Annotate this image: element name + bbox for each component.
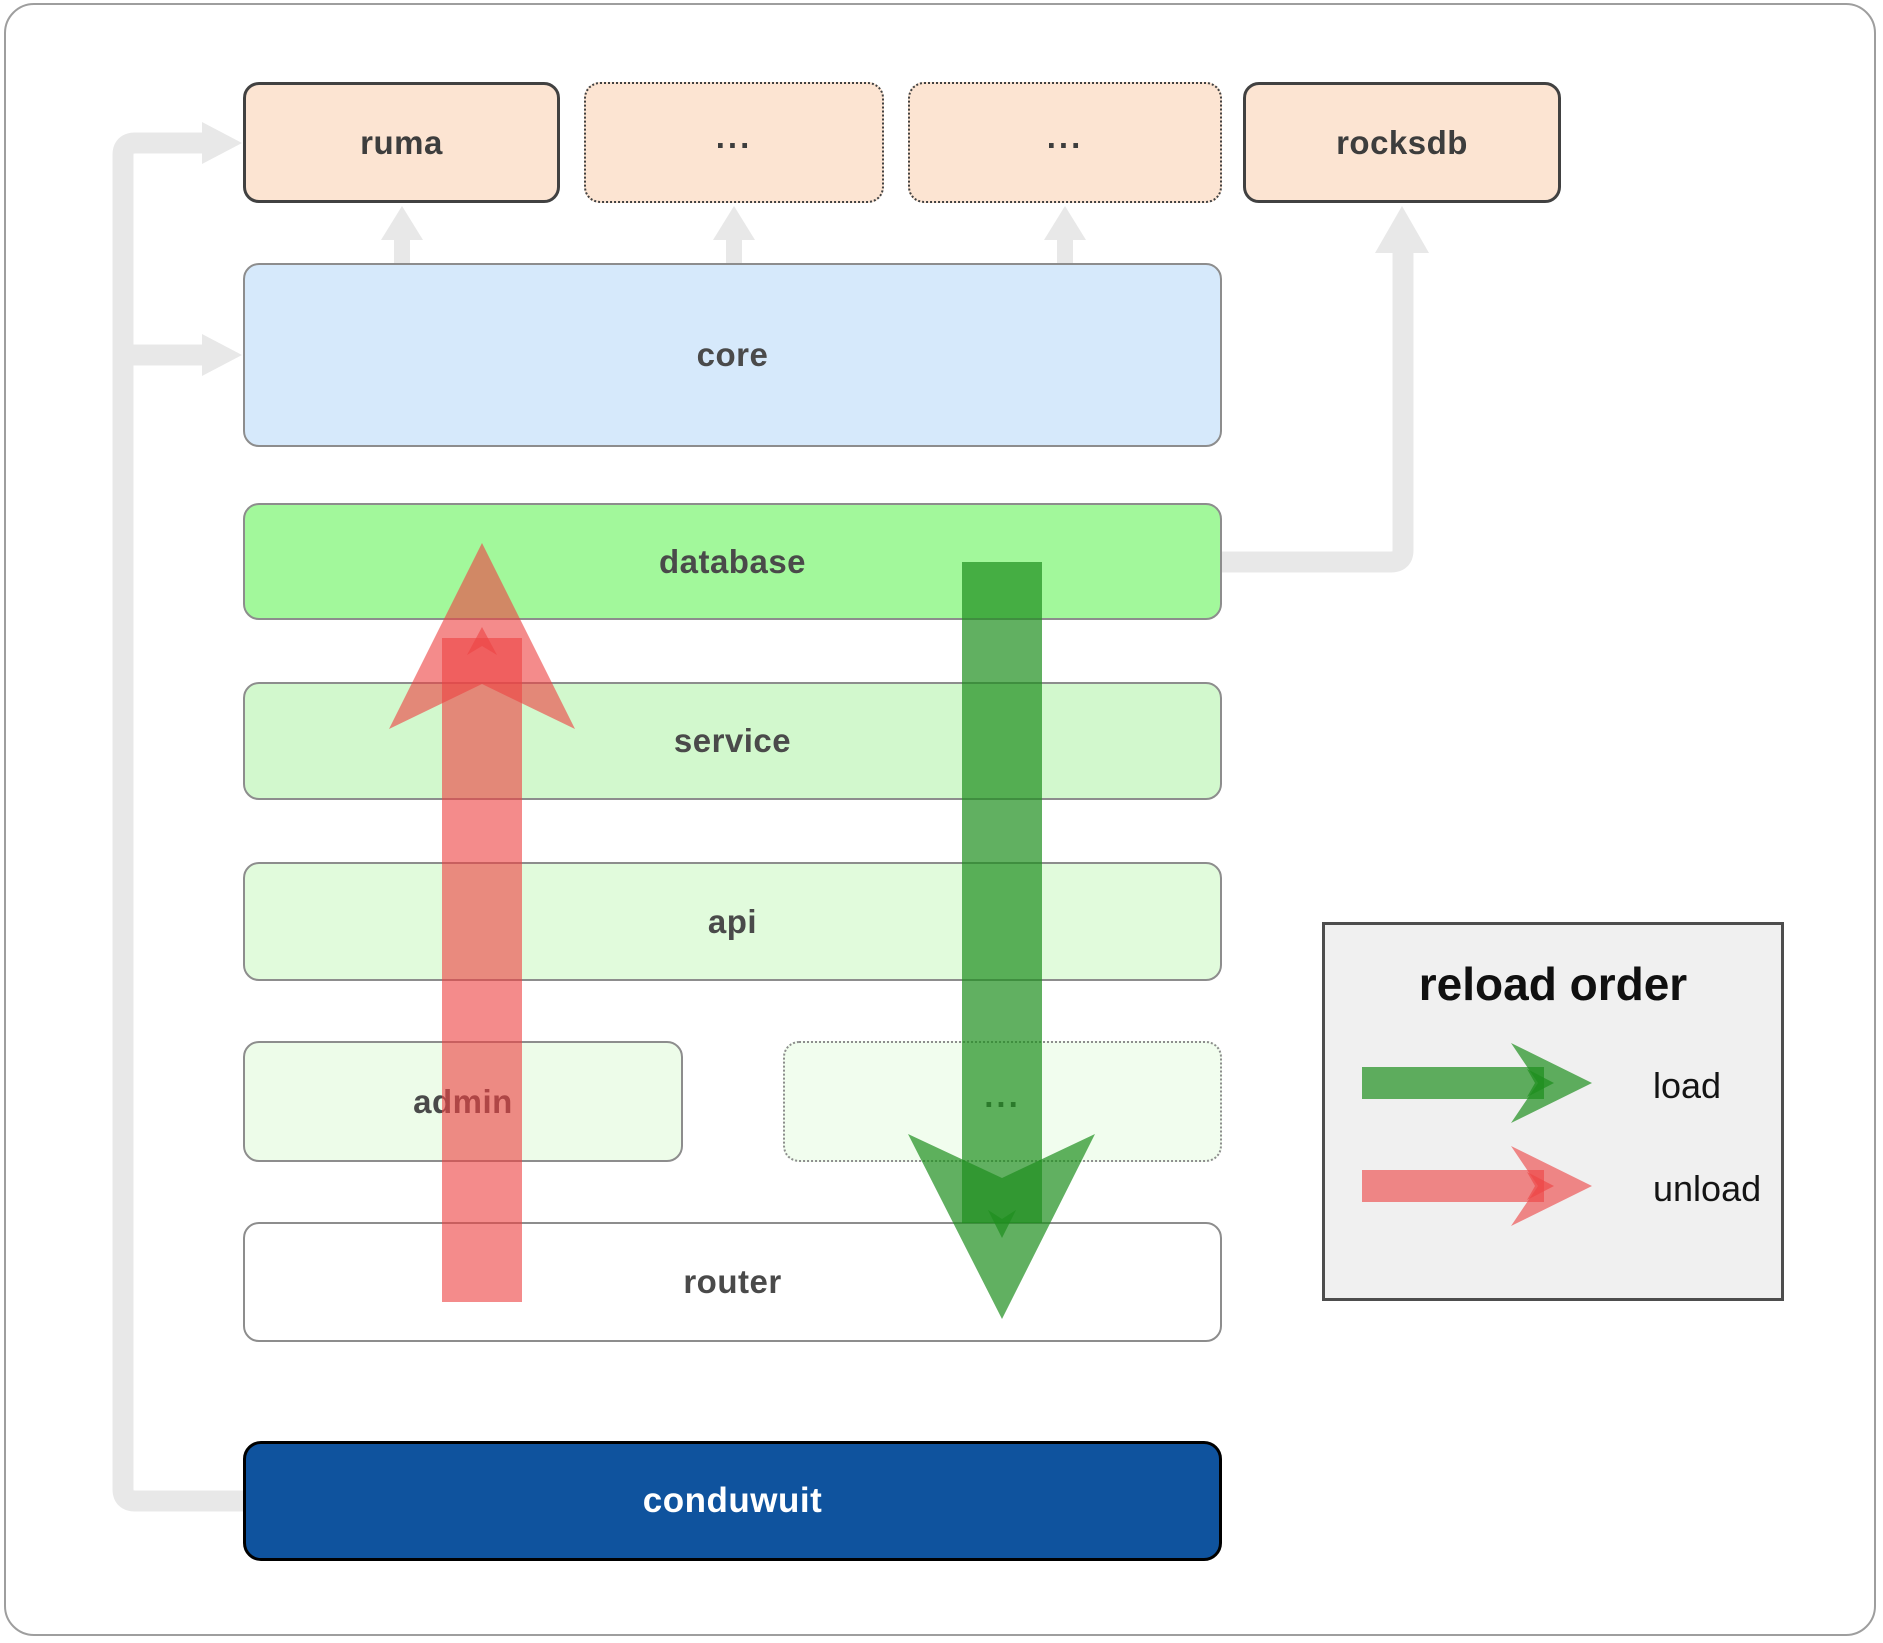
- node-label: database: [658, 542, 807, 580]
- node-label: router: [683, 1263, 782, 1300]
- node-core: core: [243, 263, 1222, 447]
- node-conduwuit: conduwuit: [243, 1441, 1222, 1561]
- node-router: router: [243, 1222, 1222, 1342]
- node-label: core: [696, 336, 769, 373]
- node-label: rocksdb: [1336, 123, 1468, 161]
- legend-load-label: load: [1653, 1065, 1722, 1106]
- node-label: ruma: [360, 123, 443, 161]
- node-label: service: [673, 722, 792, 759]
- legend-title: reload order: [1418, 958, 1688, 1010]
- node-label: ...: [984, 1076, 1021, 1114]
- legend-reload-order: reload order load unload: [1322, 922, 1784, 1301]
- node-admin: admin: [243, 1041, 683, 1162]
- node-service: service: [243, 682, 1222, 800]
- node-ellipsis-top-1: ...: [584, 82, 884, 203]
- outer-frame: [4, 3, 1876, 1636]
- node-label: admin: [413, 1082, 513, 1120]
- node-ellipsis-mid: ...: [783, 1041, 1222, 1162]
- node-rocksdb: rocksdb: [1243, 82, 1561, 203]
- node-label: ...: [715, 117, 753, 155]
- node-label: ...: [1046, 117, 1084, 155]
- node-label: api: [707, 902, 758, 940]
- node-ellipsis-top-2: ...: [908, 82, 1222, 203]
- legend-unload-label: unload: [1653, 1168, 1762, 1209]
- node-api: api: [243, 862, 1222, 981]
- node-label: conduwuit: [642, 1481, 823, 1520]
- node-database: database: [243, 503, 1222, 620]
- node-ruma: ruma: [243, 82, 560, 203]
